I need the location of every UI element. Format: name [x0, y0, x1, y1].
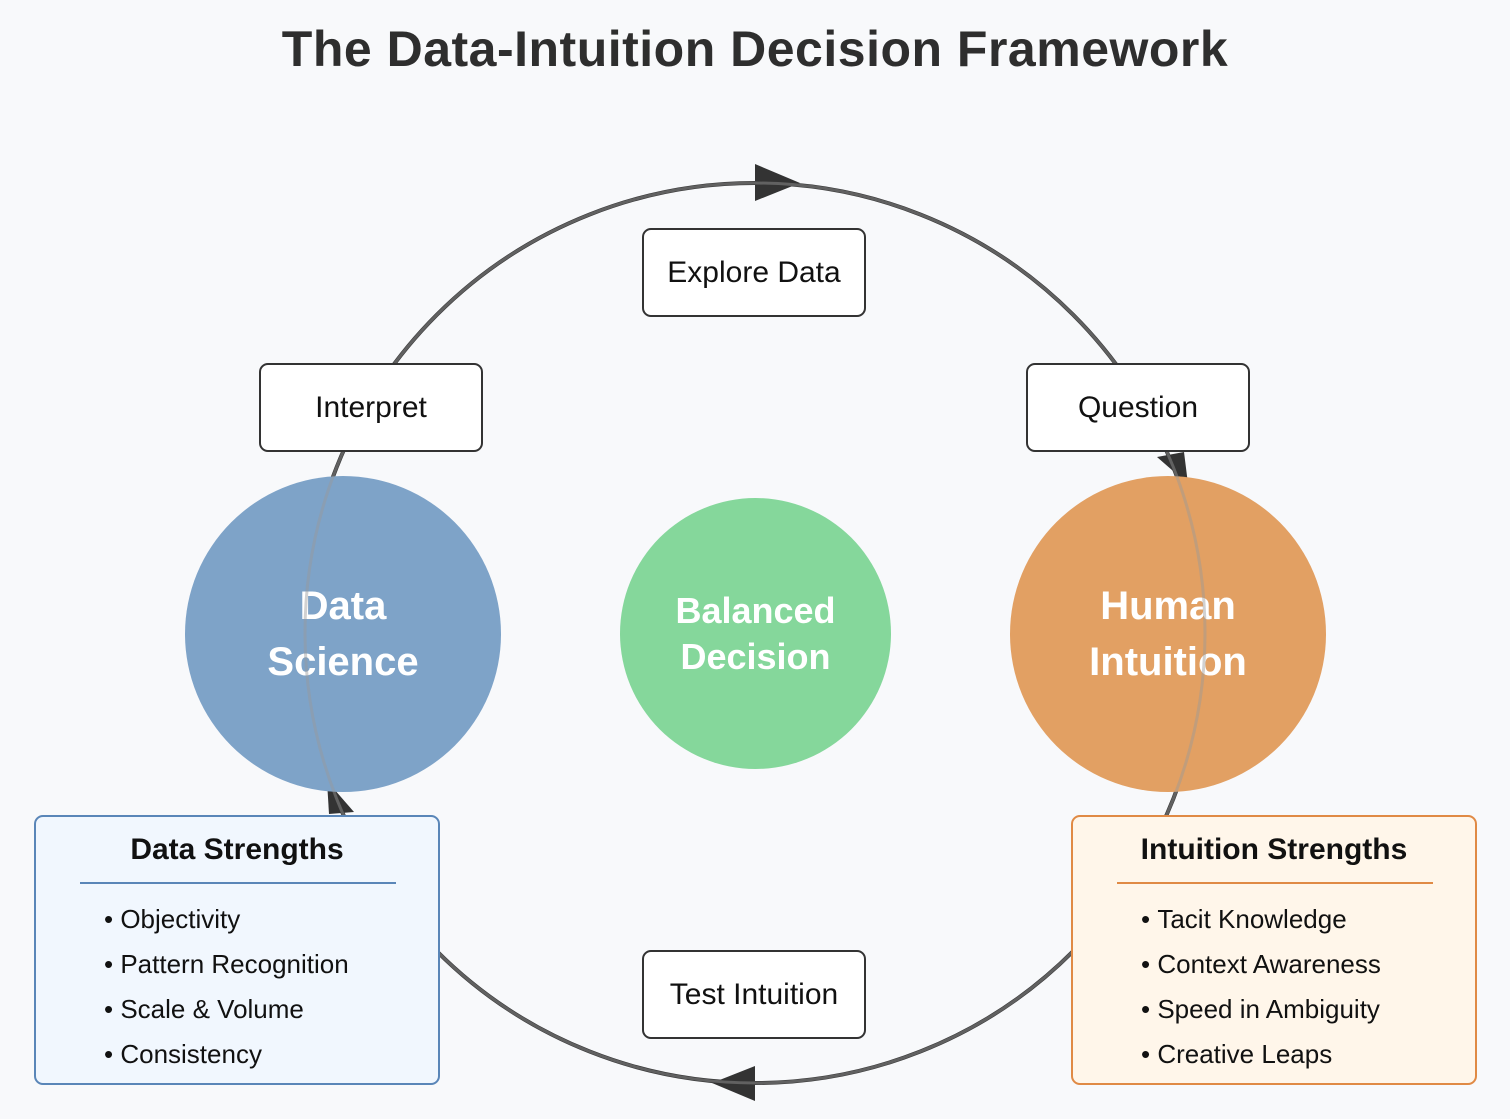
data-strength-item: Objectivity — [104, 903, 349, 948]
data-strength-item: Consistency — [104, 1038, 349, 1083]
step-explore-data-label: Explore Data — [667, 255, 841, 289]
intuition-strengths-panel: Intuition Strengths Tacit Knowledge Cont… — [1071, 815, 1477, 1085]
page-title: The Data-Intuition Decision Framework — [281, 21, 1229, 77]
data-strengths-list: Objectivity Pattern Recognition Scale & … — [104, 903, 349, 1083]
intuition-strengths-list: Tacit Knowledge Context Awareness Speed … — [1141, 903, 1381, 1083]
data-strengths-divider — [80, 882, 396, 884]
intuition-strength-item: Context Awareness — [1141, 948, 1381, 993]
cycle-arrow-top — [755, 164, 800, 201]
step-test-intuition[interactable]: Test Intuition — [642, 950, 866, 1039]
balanced-decision-circle: Balanced Decision — [620, 498, 891, 769]
data-science-line1: Data — [299, 584, 387, 628]
human-intuition-line2: Intuition — [1089, 640, 1247, 684]
step-explore-data[interactable]: Explore Data — [642, 228, 866, 317]
data-strengths-panel: Data Strengths Objectivity Pattern Recog… — [34, 815, 440, 1085]
intuition-strength-item: Speed in Ambiguity — [1141, 993, 1381, 1038]
intuition-strength-item: Creative Leaps — [1141, 1038, 1381, 1083]
data-strength-item: Scale & Volume — [104, 993, 349, 1038]
human-intuition-line1: Human — [1100, 584, 1236, 628]
cycle-arrow-bottom — [712, 1066, 755, 1101]
step-question-label: Question — [1077, 390, 1199, 424]
step-test-intuition-label: Test Intuition — [669, 977, 839, 1011]
data-strengths-title: Data Strengths — [130, 833, 344, 866]
intuition-strength-item: Tacit Knowledge — [1141, 903, 1381, 948]
human-intuition-circle: Human Intuition — [1010, 476, 1326, 792]
data-science-line2: Science — [267, 640, 419, 684]
step-interpret-label: Interpret — [315, 390, 427, 424]
data-science-circle: Data Science — [185, 476, 501, 792]
step-interpret[interactable]: Interpret — [259, 363, 483, 452]
balanced-decision-line1: Balanced — [675, 589, 836, 631]
balanced-decision-line2: Decision — [680, 635, 831, 677]
data-strength-item: Pattern Recognition — [104, 948, 348, 993]
step-question[interactable]: Question — [1026, 363, 1250, 452]
intuition-strengths-title: Intuition Strengths — [1140, 833, 1408, 866]
intuition-strengths-divider — [1117, 882, 1433, 884]
